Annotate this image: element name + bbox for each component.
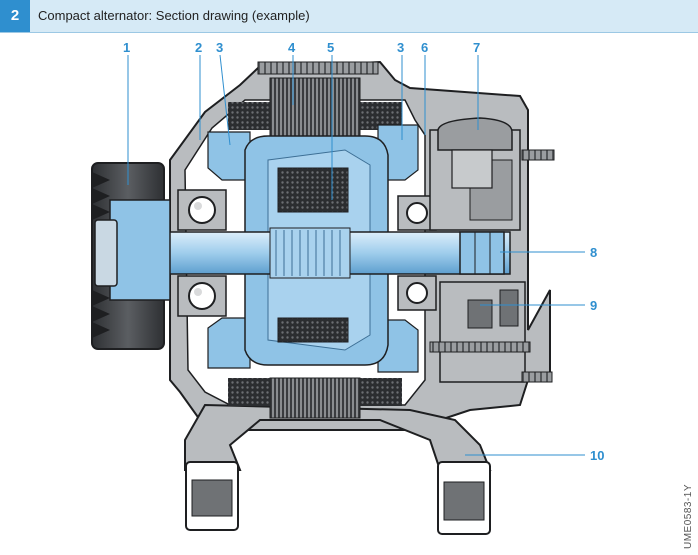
- stator-winding-bottom-right: [360, 378, 402, 406]
- stator-winding-top-left: [228, 102, 270, 130]
- rotor-winding-bottom: [277, 317, 349, 343]
- callout-5: 5: [327, 40, 334, 55]
- callout-1: 1: [123, 40, 130, 55]
- slip-rings: [459, 231, 505, 275]
- through-bolt-bottom: [429, 341, 531, 353]
- callout-4: 4: [288, 40, 296, 55]
- rotor-winding-top: [277, 167, 349, 213]
- bearing-drive-end: [177, 189, 227, 317]
- stator-lamination-bottom: [269, 377, 361, 419]
- pulley-nut: [94, 219, 118, 287]
- image-code: UME0583-1Y: [683, 483, 694, 549]
- shaft-knurl-lines: [275, 230, 341, 276]
- through-bolt-top: [257, 61, 379, 75]
- figure-header: 2 Compact alternator: Section drawing (e…: [0, 0, 698, 33]
- callout-3-left: 3: [216, 40, 223, 55]
- pulley-grooves: [92, 172, 110, 338]
- pulley-hub: [109, 199, 171, 301]
- callout-8: 8: [590, 245, 597, 260]
- callout-9: 9: [590, 298, 597, 313]
- stator-lamination-top: [269, 77, 361, 137]
- callout-2: 2: [195, 40, 202, 55]
- callout-7: 7: [473, 40, 480, 55]
- callout-6: 6: [421, 40, 428, 55]
- fan-left-bottom: [207, 317, 251, 369]
- callout-10: 10: [590, 448, 604, 463]
- figure-title: Compact alternator: Section drawing (exa…: [38, 8, 310, 23]
- shaft-knurl: [269, 227, 351, 279]
- terminal-stud-top: [521, 149, 555, 161]
- callout-3-right: 3: [397, 40, 404, 55]
- fan-left-top: [207, 131, 251, 181]
- stator-winding-bottom-left: [228, 378, 270, 406]
- voltage-regulator: [437, 117, 513, 151]
- figure-number: 2: [0, 0, 30, 32]
- terminal-stud-bottom: [521, 371, 553, 383]
- leader-lines: [127, 54, 585, 456]
